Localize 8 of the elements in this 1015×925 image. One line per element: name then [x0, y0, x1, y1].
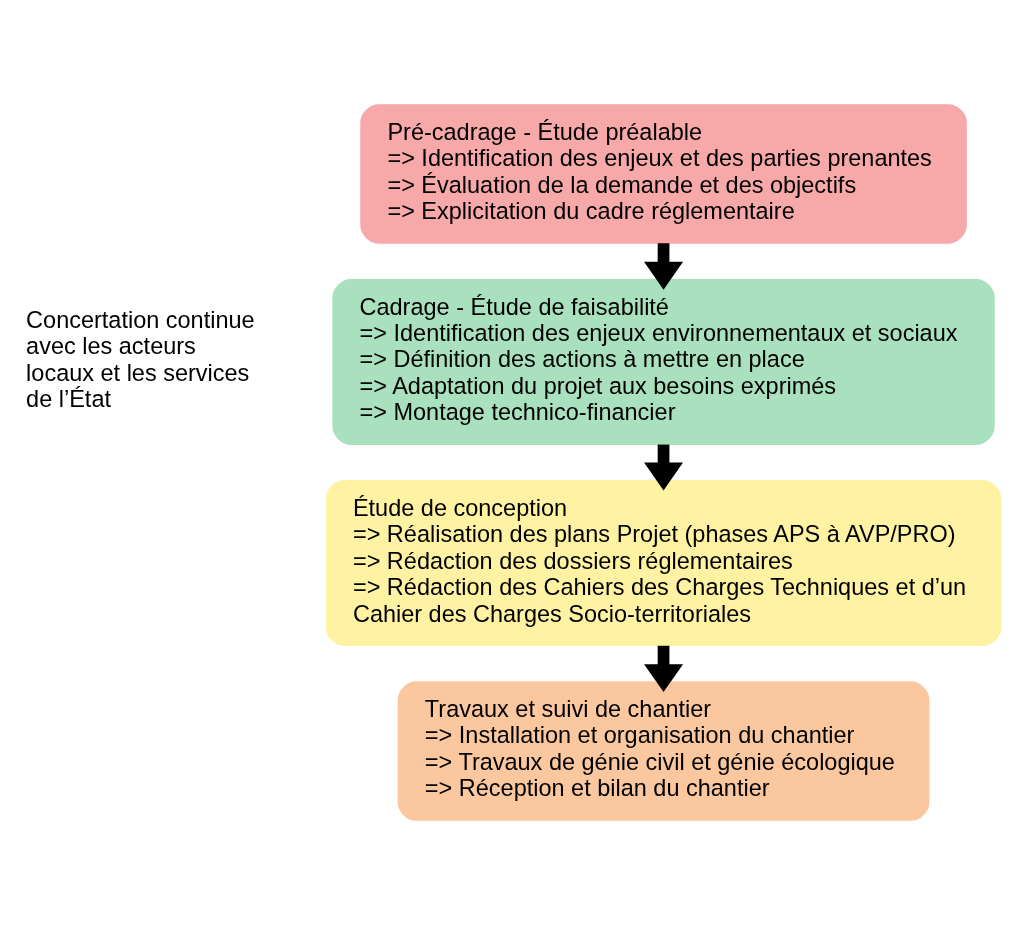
arrow [644, 645, 684, 693]
arrow [644, 243, 684, 290]
node-box: Étude de conception => Réalisation des plans Projet (phases APS à AVP/PRO) => Rédaction des dossiers réglementaires => Rédaction des Cahiers des Charges Techniques et d’un Cahier des Charges Socio-territoriales [325, 480, 1002, 647]
arrow [644, 444, 684, 491]
node-box: Cadrage - Étude de faisabilité => Identification des enjeux environnementaux et sociaux => Définition des actions à mettre en place => Adaptation du projet aux besoins exprimés => Montage technico-financier [332, 278, 995, 445]
node-box: Pré-cadrage - Étude préalable => Identification des enjeux et des parties prenantes => Évaluation de la demande et des objectifs => Explicitation du cadre réglementaire [360, 104, 967, 244]
label: Concertation continue avec les acteurs locaux et les services de l’État [26, 306, 255, 413]
node-box: Travaux et suivi de chantier => Installation et organisation du chantier => Travaux de génie civil et génie écologique => Réception et bilan du chantier [397, 681, 930, 821]
